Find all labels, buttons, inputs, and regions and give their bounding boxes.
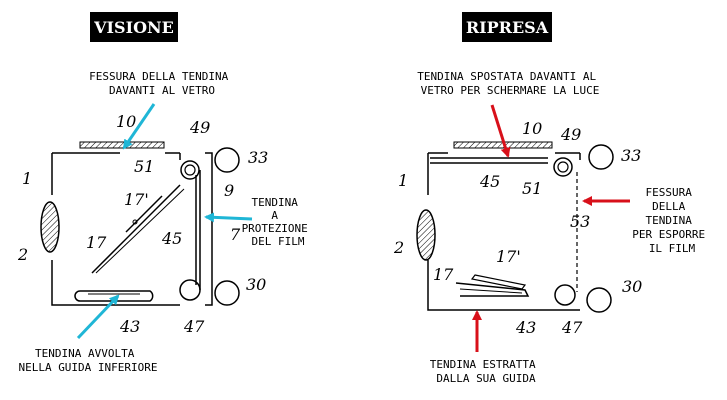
left-arrow-top: [122, 103, 156, 150]
left-label-49: 49: [189, 118, 210, 137]
left-title-bg: [90, 12, 178, 42]
left-spool-33: [214, 147, 240, 173]
left-label-7: 7: [230, 225, 241, 244]
left-label-43: 43: [119, 317, 140, 336]
right-caption-bottom: TENDINA ESTRATTA DALLA SUA GUIDA: [430, 358, 543, 385]
left-glass: [79, 141, 165, 149]
left-mirror-17p: [125, 195, 163, 233]
left-label-2: 2: [17, 245, 28, 264]
left-caption-top: FESSURA DELLA TENDINA DAVANTI AL VETRO: [89, 70, 235, 97]
left-label-47: 47: [183, 317, 205, 336]
left-label-10: 10: [116, 112, 136, 131]
right-spool-30: [586, 287, 612, 313]
right-label-43: 43: [515, 318, 536, 337]
left-arrow-right: [204, 212, 253, 223]
left-caption-right: TENDINA A PROTEZIONE DEL FILM: [242, 196, 315, 248]
left-label-51: 51: [134, 157, 154, 176]
left-spool-30: [214, 280, 240, 306]
left-label-1: 1: [22, 169, 32, 188]
left-arrow-bottom: [76, 294, 120, 340]
right-label-47: 47: [561, 318, 583, 337]
left-roller-51: [180, 160, 200, 180]
right-arrow-top: [490, 104, 511, 158]
right-label-17p: 17': [496, 247, 521, 266]
left-label-33: 33: [248, 148, 268, 167]
left-label-45: 45: [161, 229, 182, 248]
right-label-49: 49: [560, 125, 581, 144]
right-label-51: 51: [522, 179, 542, 198]
left-caption-bottom: TENDINA AVVOLTA NELLA GUIDA INFERIORE: [18, 347, 157, 374]
left-roller-47: [179, 279, 201, 301]
right-caption-right: FESSURA DELLA TENDINA PER ESPORRE IL FIL…: [632, 186, 711, 255]
right-label-2: 2: [393, 238, 404, 257]
right-label-33: 33: [621, 146, 641, 165]
left-label-17: 17: [86, 233, 107, 252]
left-housing: [51, 152, 213, 306]
right-title: RIPRESA: [466, 18, 549, 37]
right-housing: [427, 152, 581, 311]
right-label-53: 53: [570, 212, 590, 231]
left-title: VISIONE: [93, 18, 174, 37]
left-lens: [40, 201, 60, 253]
left-mirror-17: [91, 184, 181, 274]
right-title-bg: [462, 12, 552, 42]
right-panel: RIPRESA TENDINA SPOSTATA DAVANTI AL VETR…: [393, 12, 711, 385]
right-label-1: 1: [398, 171, 408, 190]
right-label-45: 45: [479, 172, 500, 191]
right-label-17: 17: [433, 265, 454, 284]
right-caption-top: TENDINA SPOSTATA DAVANTI AL VETRO PER SC…: [417, 70, 602, 97]
left-label-17p: 17': [124, 190, 149, 209]
right-roller-47: [554, 284, 576, 306]
left-panel: VISIONE FESSURA DELLA TENDINA DAVANTI AL…: [17, 12, 315, 374]
right-lens: [416, 209, 436, 261]
right-mirror-17: [455, 282, 530, 297]
right-label-10: 10: [522, 119, 542, 138]
right-roller-51: [553, 157, 573, 177]
left-lower-guide: [74, 290, 154, 302]
left-label-30: 30: [246, 275, 266, 294]
left-label-9: 9: [224, 181, 234, 200]
right-label-30: 30: [622, 277, 642, 296]
right-spool-33: [588, 144, 614, 170]
